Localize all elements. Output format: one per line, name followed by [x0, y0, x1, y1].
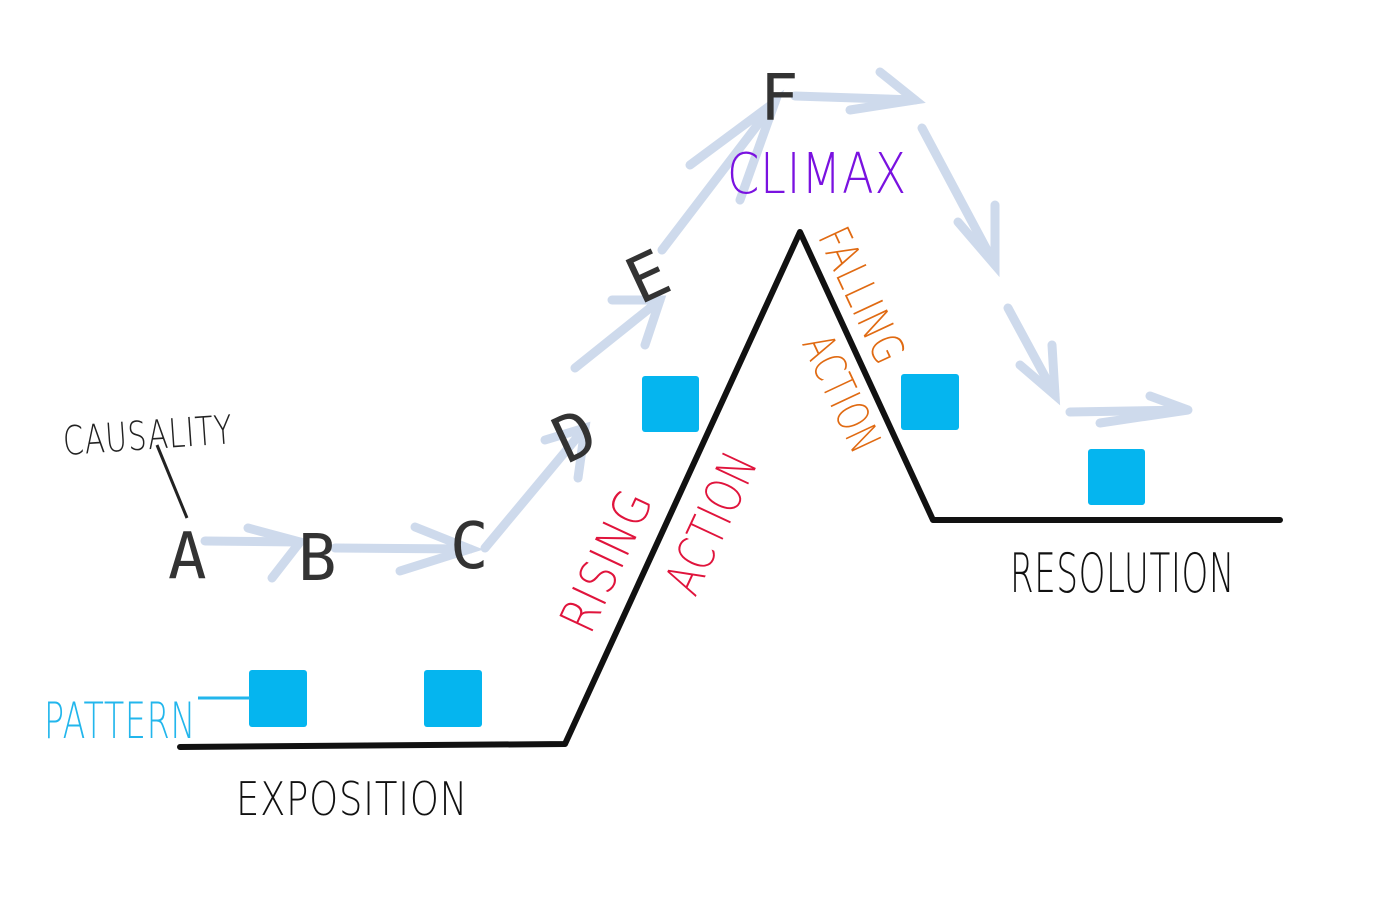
causality-label: CAUSALITY	[61, 407, 234, 465]
arrow-resolution	[1065, 391, 1193, 428]
arrow-a-b	[200, 523, 308, 583]
resolution-label: RESOLUTION	[1010, 542, 1235, 605]
event-e: E	[615, 236, 681, 319]
rising-action-label: ACTION	[654, 443, 770, 603]
arrow-b-c	[330, 522, 484, 576]
event-c: C	[450, 510, 489, 584]
arrow-down-2	[1003, 303, 1061, 406]
event-a: A	[168, 520, 207, 594]
arrow-f-right	[790, 67, 926, 115]
event-f: F	[760, 62, 799, 136]
arrow-down-1	[917, 123, 1000, 278]
pattern-squares	[249, 374, 1145, 727]
arrow-d-e	[570, 295, 667, 373]
causality-connector	[155, 444, 189, 519]
pattern-square	[424, 670, 482, 727]
climax-label: CLIMAX	[727, 142, 907, 207]
pattern-square	[901, 374, 959, 430]
pattern-label: PATTERN	[44, 692, 196, 750]
arrow-e-f	[657, 89, 785, 255]
exposition-label: EXPOSITION	[236, 772, 468, 826]
event-b: B	[298, 522, 337, 596]
pattern-square	[1088, 449, 1145, 505]
causality-arrows	[200, 67, 1193, 583]
pattern-square	[642, 376, 699, 432]
plot-line	[177, 229, 1283, 750]
arrow-c-d	[480, 421, 591, 553]
pattern-square	[249, 670, 307, 727]
